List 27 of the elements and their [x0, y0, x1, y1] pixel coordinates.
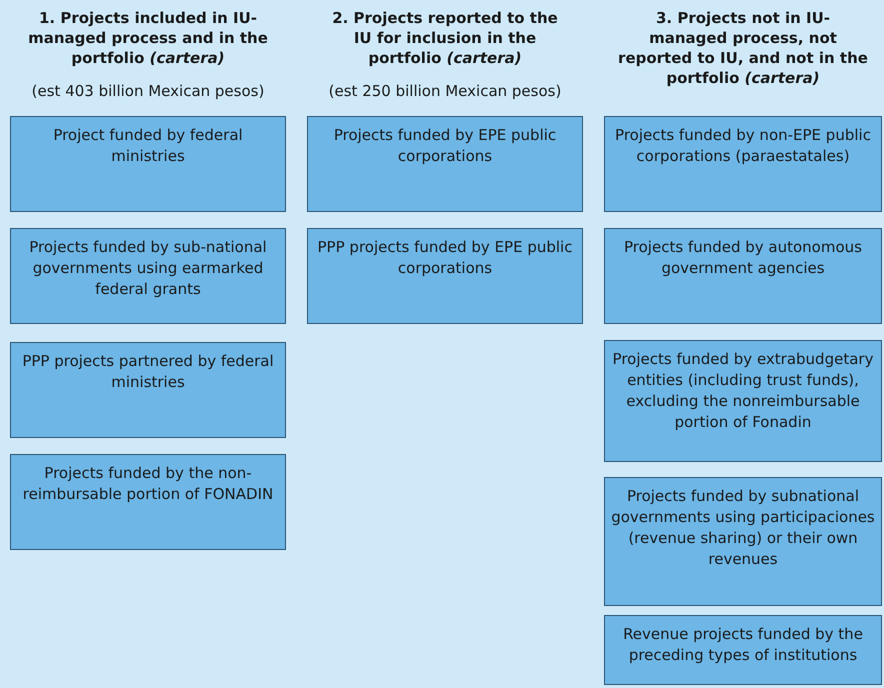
box-text: PPP projects funded by EPE public corporations — [316, 237, 574, 279]
category-box — [604, 477, 882, 606]
column-heading: 3. Projects not in IU-managed process, not reported to IU, and not in the portfolio (cartera) — [618, 8, 868, 88]
box-text: Projects funded by the non-reimbursable portion of FONADIN — [22, 463, 274, 505]
box-text: Projects funded by autonomous government agencies — [623, 237, 863, 279]
column-heading: 2. Projects reported to the IU for inclusion in the portfolio (cartera) — [331, 8, 559, 68]
category-box — [604, 116, 882, 212]
category-box — [307, 228, 583, 324]
category-box — [10, 116, 286, 212]
box-text: PPP projects partnered by federal ministries — [21, 351, 275, 393]
box-text: Projects funded by EPE public corporations — [332, 125, 558, 167]
category-box — [604, 615, 882, 685]
category-box — [307, 116, 583, 212]
category-box — [604, 228, 882, 324]
box-text: Projects funded by extrabudgetary entities (including trust funds), excluding the nonreimbursable portion of Fonadin — [612, 349, 874, 433]
category-box — [604, 340, 882, 462]
box-text: Projects funded by sub-national governments using earmarked federal grants — [28, 237, 268, 300]
column-heading: 1. Projects included in IU-managed process and in the portfolio (cartera) — [27, 8, 269, 68]
estimate-note: (est 250 billion Mexican pesos) — [328, 81, 562, 101]
estimate-note: (est 403 billion Mexican pesos) — [30, 81, 266, 101]
category-box — [10, 342, 286, 438]
box-text: Projects funded by non-EPE public corporations (paraestatales) — [614, 125, 872, 167]
category-box — [10, 228, 286, 324]
category-box — [10, 454, 286, 550]
box-text: Revenue projects funded by the preceding types of institutions — [622, 624, 864, 666]
box-text: Projects funded by subnational governments using participaciones (revenue sharing) or their own revenues — [611, 486, 875, 570]
box-text: Project funded by federal ministries — [52, 125, 244, 167]
